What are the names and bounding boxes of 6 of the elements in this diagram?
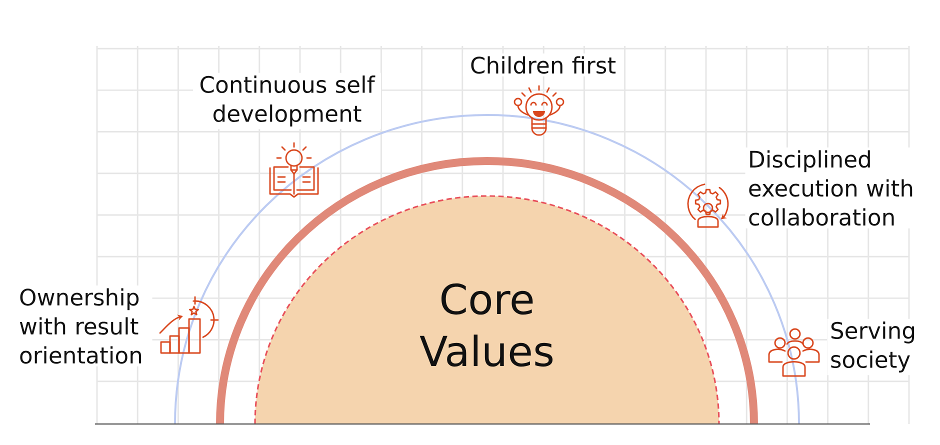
value-label: Disciplined execution with collaboration [745, 148, 924, 228]
value-label: Ownership with result orientation [16, 286, 152, 366]
value-label: Serving society [827, 318, 925, 376]
semicircle: Core Values [254, 195, 720, 424]
value-label: Children first [463, 54, 623, 76]
value-label: Continuous self development [193, 72, 381, 130]
